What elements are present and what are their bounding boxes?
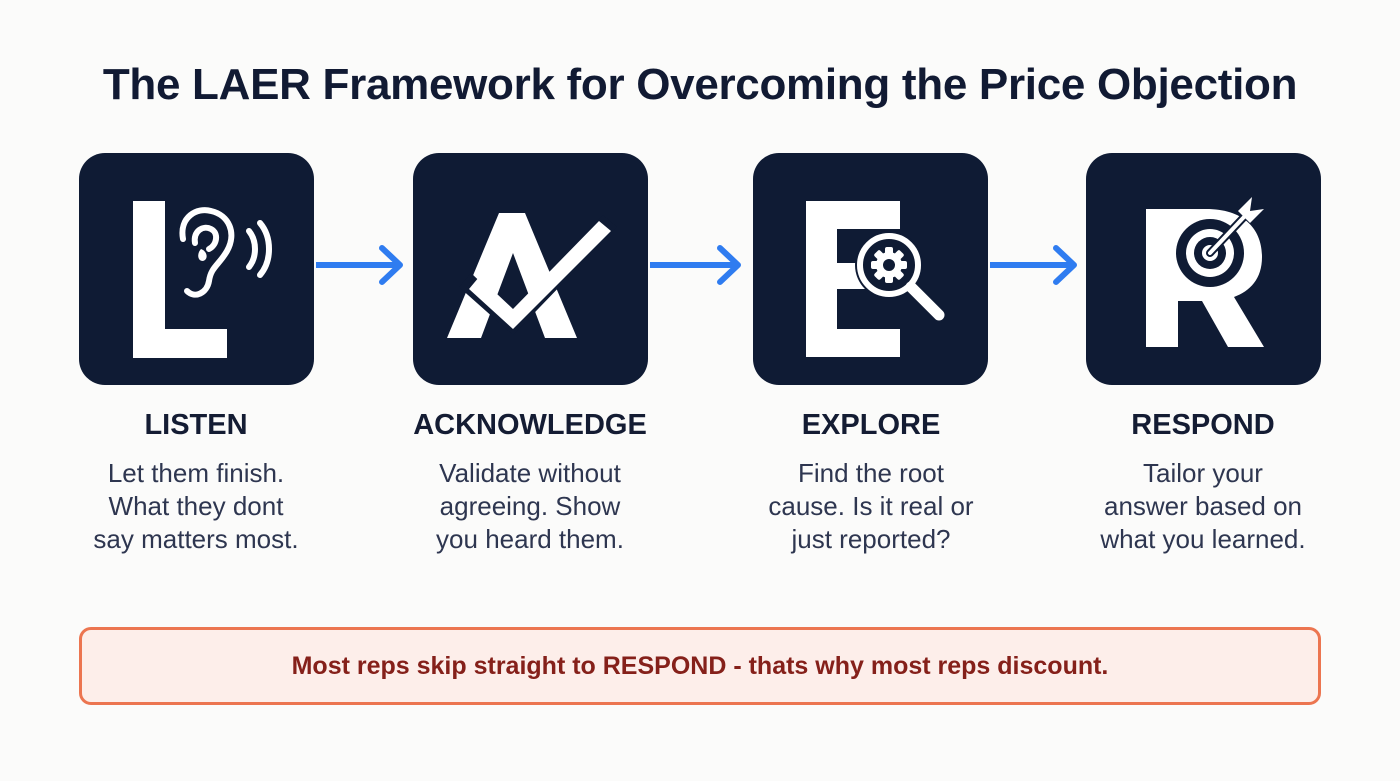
step-title: RESPOND [1131, 409, 1275, 441]
step-title: LISTEN [144, 409, 248, 441]
ear-listening-icon [133, 201, 272, 358]
magnifier-gear-icon [806, 201, 945, 357]
step-listen: LISTEN Let them finish. What they dont s… [36, 405, 356, 556]
step-title: EXPLORE [801, 409, 941, 441]
step-acknowledge: ACKNOWLEDGE Validate without agreeing. S… [370, 405, 690, 556]
page-title: The LAER Framework for Overcoming the Pr… [102, 60, 1298, 109]
step-description: Find the root cause. Is it real or just … [768, 458, 974, 554]
arrow-right-icon [647, 240, 746, 290]
step-explore: EXPLORE Find the root cause. Is it real … [711, 405, 1031, 556]
step-description: Tailor your answer based on what you lea… [1100, 458, 1306, 554]
step-respond: RESPOND Tailor your answer based on what… [1043, 405, 1363, 556]
callout-box: Most reps skip straight to RESPOND - tha… [79, 627, 1321, 705]
explore-card [753, 153, 988, 385]
respond-card [1086, 153, 1321, 385]
step-title: ACKNOWLEDGE [413, 409, 647, 441]
checkmark-icon [447, 213, 617, 338]
step-description: Validate without agreeing. Show you hear… [436, 458, 624, 554]
arrow-right-icon [987, 240, 1082, 290]
target-arrow-icon [1146, 197, 1264, 347]
arrow-right-icon [313, 240, 408, 290]
listen-card [79, 153, 314, 385]
acknowledge-card [413, 153, 648, 385]
step-description: Let them finish. What they dont say matt… [93, 458, 299, 554]
callout-text: Most reps skip straight to RESPOND - tha… [291, 651, 1109, 680]
